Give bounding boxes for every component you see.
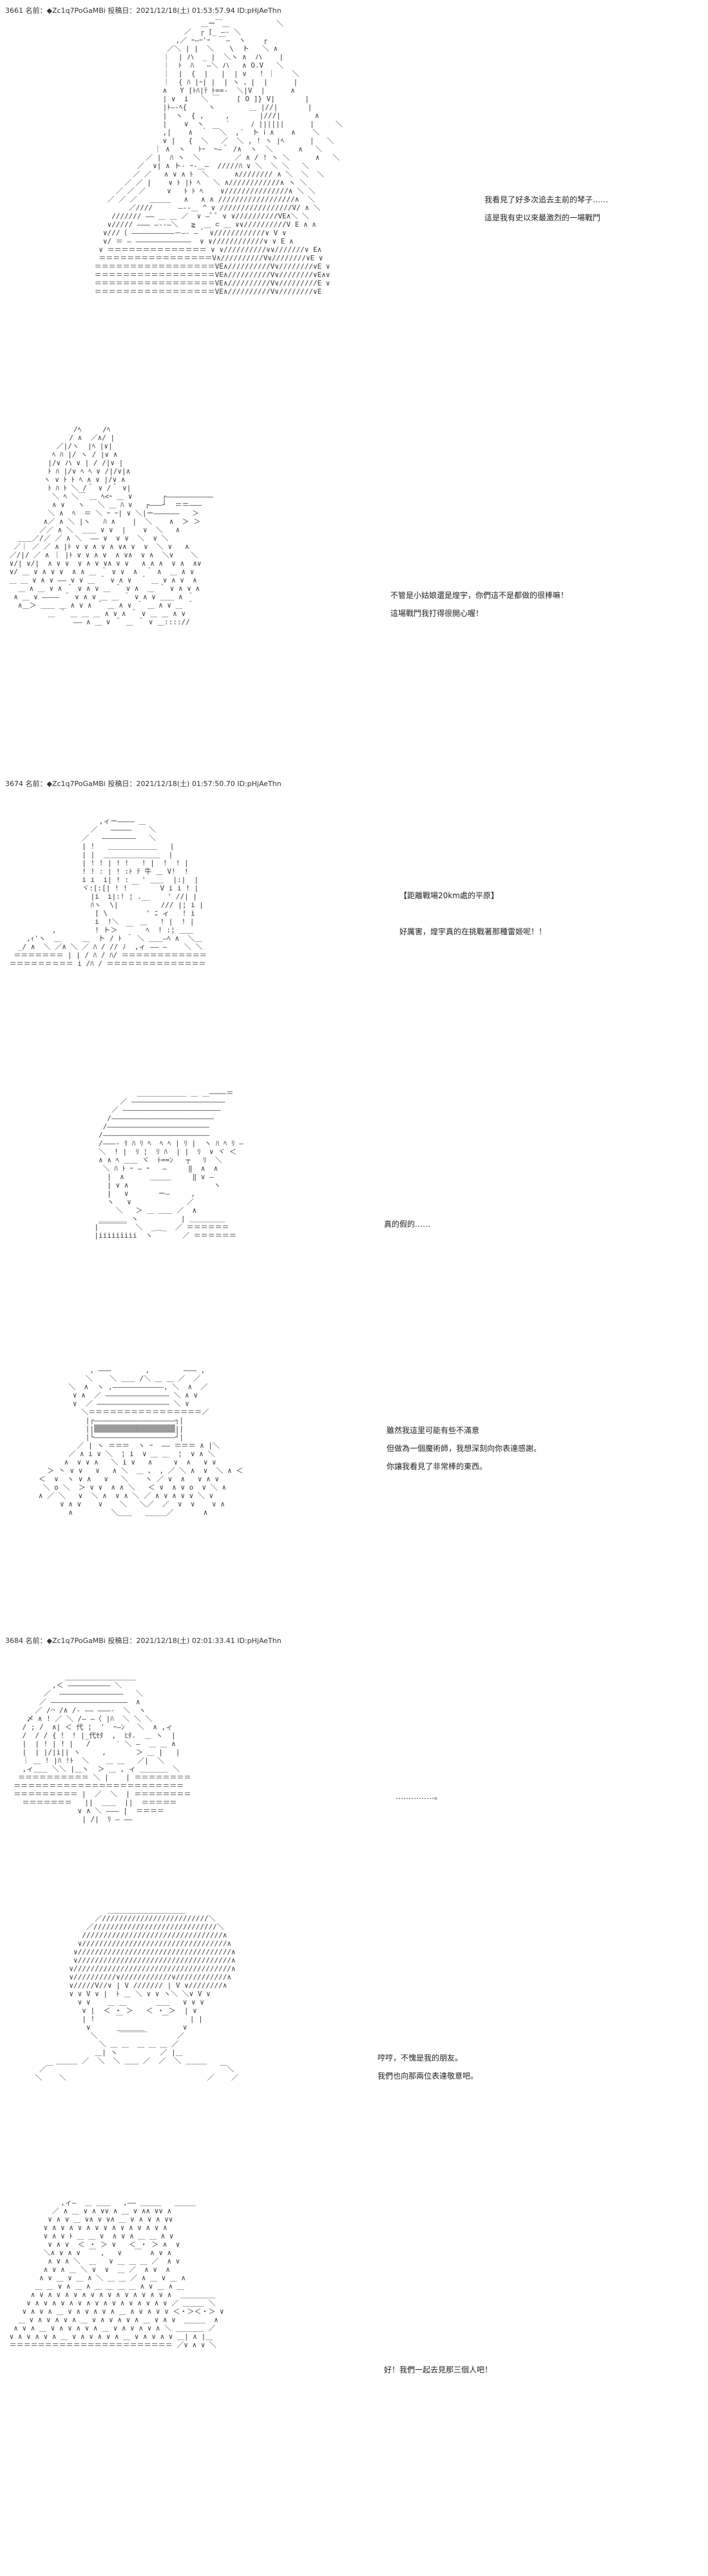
ascii-art-girl-watching: ,ィー―――― ＿ ／ ――――― ＼ ／ ―――――――― ＼ | ! ＿＿＿… [9,817,207,968]
dialogue-line: 真的假的…… [384,1220,431,1229]
dialogue-line: 好！我們一起去見那三個人吧！ [384,2365,493,2374]
ascii-art-girl-stern: ＿＿＿＿＿＿＿＿＿＿ ,＜ ―――――――――― ＼ ／ ―――――――――――… [14,1673,191,1823]
dialogue-line: 哼哼，不愧是我的朋友。 我們也向那兩位表達敬意吧。 [378,2053,479,2081]
ascii-art-warrior-with-spear: /ﾍ /ﾍ / ∧ ／∧/ | ／|/ヽ |ﾍ |∨| ﾍ ﾊ |/ ヽ / |… [9,425,214,626]
dialogue-line: 【距離戰場20km處的平原】 好厲害，煌宇真的在挑戰著那種雷姬呢！！ [399,891,547,936]
ascii-art-boy-surprised: ＿＿＿＿＿＿＿ ＿ ＿――――＝ ／ ―――――――――――――――――――――… [94,1089,244,1240]
dialogue-line: 我看見了好多次追去主前的琴子…… 這是我有史以來最激烈的一場戰鬥 [484,195,609,222]
post-header-3684: 3684 名前：◆Zc1q7PoGaMBi 投稿日：2021/12/18(土) … [5,1637,282,1645]
post-header-3661: 3661 名前：◆Zc1q7PoGaMBi 投稿日：2021/12/18(土) … [5,6,282,15]
ascii-art-boy-smiling: ＿＿＿＿＿＿＿＿＿＿＿ ／/////////////////////////＼ … [35,1906,238,2082]
post-header-3674: 3674 名前：◆Zc1q7PoGaMBi 投稿日：2021/12/18(土) … [5,780,282,788]
ascii-art-group-of-three: ,ィ― ＿ ＿＿ ,―― ＿＿＿ ＿＿＿ ／ ∧ ＿ ∨ ∧ ∨∨ ∧ ＿ ∨ … [9,2198,224,2349]
dialogue-line: 不管是小姑娘還是煌宇，你們這不是都做的很棒嘛！ 這場戰鬥我打得很開心喔！ [390,591,569,618]
dialogue-line: ……………。 [396,1792,443,1801]
dialogue-line: 雖然我這里可能有些不滿意 但做為一個魔術師，我想深刻向你表達感謝。 你讓我看見了… [387,1426,542,1471]
ascii-art-masked-figure: , ――― , ――― , ＼ ＼ ＿＿ /＼ ＿ ＿ ／ ／ ＼ ∧ ヽ ,―… [38,1366,244,1517]
ascii-art-girl-with-sword: ＿ー￣＿ ＼ ／ ┌ [_ ―- ＼ ,／ ｰ―ｰ'ｰ ￣― ヽ ┌ ／＼ | … [94,19,343,296]
